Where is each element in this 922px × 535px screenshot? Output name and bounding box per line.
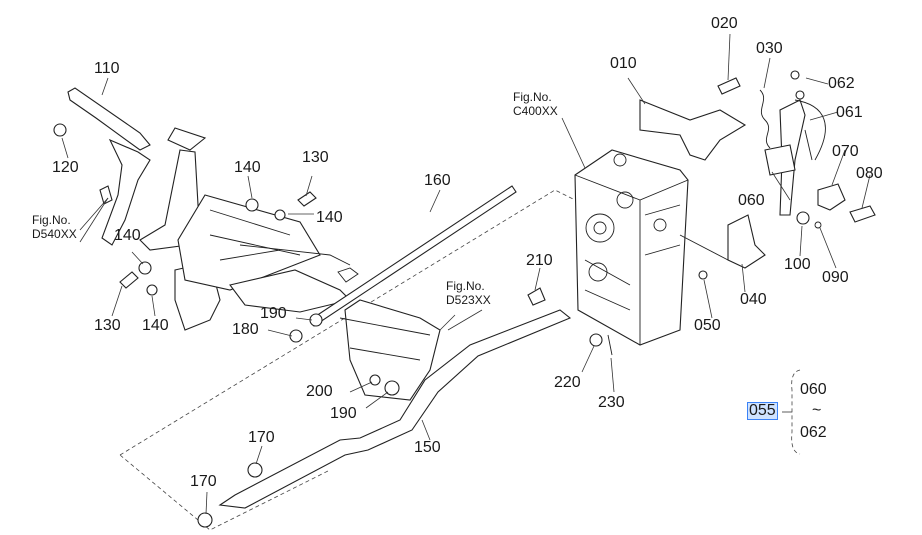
- fasteners: [53, 123, 708, 528]
- neutral-linkage: [639, 70, 876, 269]
- callout-140-c[interactable]: 140: [234, 159, 261, 176]
- callout-090[interactable]: 090: [822, 269, 849, 286]
- callout-130-b[interactable]: 130: [302, 149, 329, 166]
- callout-060[interactable]: 060: [738, 192, 765, 209]
- callout-080[interactable]: 080: [856, 165, 883, 182]
- fig-ref-d523-line1: Fig.No.: [446, 279, 485, 293]
- callout-190-a[interactable]: 190: [260, 305, 287, 322]
- callout-210[interactable]: 210: [526, 252, 553, 269]
- callout-230[interactable]: 230: [598, 394, 625, 411]
- callout-110[interactable]: 110: [94, 60, 120, 77]
- callout-010[interactable]: 010: [610, 55, 637, 72]
- callout-100[interactable]: 100: [784, 256, 811, 273]
- callout-070[interactable]: 070: [832, 143, 859, 160]
- callout-030[interactable]: 030: [756, 40, 783, 57]
- fig-ref-c400-line1: Fig.No.: [513, 90, 552, 104]
- callout-055-selected[interactable]: 055: [747, 402, 778, 420]
- group-range-end: 062: [800, 424, 827, 441]
- callout-120[interactable]: 120: [52, 159, 79, 176]
- leader-lines: [61, 33, 871, 515]
- fig-ref-d540[interactable]: Fig.No. D540XX: [32, 213, 77, 242]
- assembly-plane-outline: [119, 189, 576, 531]
- fig-ref-c400-line2: C400XX: [513, 103, 558, 118]
- callout-170-a[interactable]: 170: [248, 429, 275, 446]
- group-range-separator: ~: [812, 402, 822, 419]
- callout-130-a[interactable]: 130: [94, 317, 121, 334]
- callout-180[interactable]: 180: [232, 321, 259, 338]
- callout-190-b[interactable]: 190: [330, 405, 357, 422]
- callout-200[interactable]: 200: [306, 383, 333, 400]
- fig-ref-d540-line1: Fig.No.: [32, 213, 71, 227]
- fig-ref-d540-line2: D540XX: [32, 226, 77, 241]
- callout-140-a[interactable]: 140: [114, 227, 141, 244]
- transmission-housing: [574, 149, 689, 346]
- group-range-start: 060: [800, 381, 827, 398]
- callout-220[interactable]: 220: [554, 374, 581, 391]
- callout-020[interactable]: 020: [711, 15, 738, 32]
- callout-140-d[interactable]: 140: [316, 209, 343, 226]
- frame-lever: [218, 299, 572, 509]
- fig-ref-c400[interactable]: Fig.No. C400XX: [513, 90, 558, 119]
- callout-140-b[interactable]: 140: [142, 317, 169, 334]
- callout-150[interactable]: 150: [414, 439, 441, 456]
- fig-ref-d523[interactable]: Fig.No. D523XX: [446, 279, 491, 308]
- callout-062[interactable]: 062: [828, 75, 855, 92]
- fig-ref-d523-line2: D523XX: [446, 292, 491, 307]
- group-bracket: [782, 369, 801, 455]
- callout-040[interactable]: 040: [740, 291, 767, 308]
- callout-061[interactable]: 061: [836, 104, 863, 121]
- callout-160[interactable]: 160: [424, 172, 451, 189]
- pedal-bracket-assembly: [67, 87, 352, 331]
- callout-170-b[interactable]: 170: [190, 473, 217, 490]
- callout-050[interactable]: 050: [694, 317, 721, 334]
